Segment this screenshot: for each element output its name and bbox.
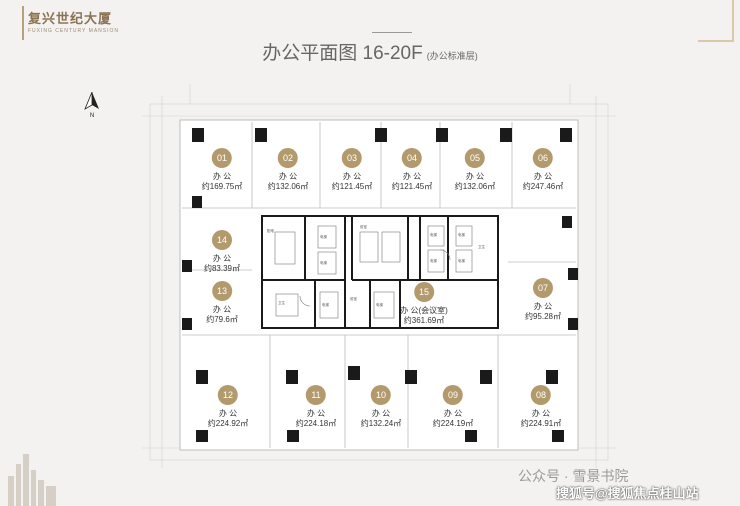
office-area: 约121.45㎡	[331, 182, 373, 191]
page-title: 办公平面图 16-20F(办公标准层)	[0, 38, 740, 65]
core-details	[274, 225, 473, 319]
columns	[182, 128, 578, 442]
office-number-badge: 08	[531, 385, 551, 405]
office-name: 办 公	[443, 409, 463, 418]
svg-text:电梯: 电梯	[458, 258, 466, 263]
office-area: 约79.6㎡	[206, 315, 238, 324]
brand-name-cn: 复兴世纪大厦	[28, 11, 113, 26]
office-name: 办 公	[212, 254, 232, 263]
office-number-badge: 09	[443, 385, 463, 405]
office-number-badge: 05	[465, 148, 485, 168]
title-sub: (办公标准层)	[426, 51, 478, 61]
office-number-badge: 02	[278, 148, 298, 168]
office-area: 约132.24㎡	[360, 419, 402, 428]
office-area: 约132.06㎡	[267, 182, 309, 191]
office-name: 办 公	[342, 172, 362, 181]
office-14[interactable]: 14 办 公 约83.39㎡	[204, 230, 240, 274]
watermark-sohu: 搜狐号@搜狐焦点桂山站	[556, 486, 699, 501]
watermark-wechat: 公众号 · 雪景书院	[518, 468, 629, 484]
office-12[interactable]: 12 办 公 约224.92㎡	[208, 385, 248, 429]
office-area: 约224.92㎡	[207, 419, 249, 428]
office-name: 办 公	[531, 409, 551, 418]
brand-name-en: FUXING CENTURY MANSION	[28, 28, 119, 34]
office-area: 约361.69㎡	[403, 316, 445, 325]
svg-text:前室: 前室	[360, 224, 368, 229]
skyline-decoration	[8, 454, 56, 506]
office-15[interactable]: 15 办 公(会议室) 约361.69㎡	[400, 282, 448, 326]
office-02[interactable]: 02 办 公 约132.06㎡	[268, 148, 308, 192]
office-area: 约121.45㎡	[391, 182, 433, 191]
svg-text:电梯: 电梯	[320, 260, 328, 265]
office-number-badge: 12	[218, 385, 238, 405]
north-arrow-icon: N	[84, 92, 99, 118]
office-area: 约132.06㎡	[454, 182, 496, 191]
office-name: 办 公	[212, 172, 232, 181]
office-area: 约224.19㎡	[432, 419, 474, 428]
office-number-badge: 04	[402, 148, 422, 168]
title-rule	[372, 32, 412, 33]
office-name: 办 公	[371, 409, 391, 418]
svg-text:卫生: 卫生	[278, 300, 286, 305]
office-number-badge: 01	[212, 148, 232, 168]
core-walls	[261, 215, 499, 329]
office-01[interactable]: 01 办 公 约169.75㎡	[202, 148, 242, 192]
office-number-badge: 15	[414, 282, 434, 302]
svg-text:电梯: 电梯	[458, 232, 466, 237]
office-05[interactable]: 05 办 公 约132.06㎡	[455, 148, 495, 192]
office-area: 约83.39㎡	[203, 264, 241, 273]
office-name: 办 公	[218, 409, 238, 418]
office-number-badge: 03	[342, 148, 362, 168]
svg-text:配电: 配电	[267, 228, 275, 233]
office-area: 约95.28㎡	[524, 312, 562, 321]
office-name: 办 公	[306, 409, 326, 418]
partitions	[182, 122, 576, 448]
svg-text:电梯: 电梯	[320, 234, 328, 239]
office-number-badge: 11	[306, 385, 326, 405]
svg-text:前室: 前室	[350, 296, 358, 301]
office-11[interactable]: 11 办 公 约224.18㎡	[296, 385, 336, 429]
office-name: 办 公	[533, 302, 553, 311]
svg-text:电梯: 电梯	[430, 258, 438, 263]
svg-text:N: N	[90, 113, 94, 118]
office-04[interactable]: 04 办 公 约121.45㎡	[392, 148, 432, 192]
office-number-badge: 10	[371, 385, 391, 405]
office-area: 约224.18㎡	[295, 419, 337, 428]
title-main: 办公平面图 16-20F	[262, 43, 423, 64]
office-number-badge: 14	[212, 230, 232, 250]
logo-bar	[22, 6, 24, 40]
svg-text:卫生: 卫生	[478, 244, 486, 249]
office-13[interactable]: 13 办 公 约79.6㎡	[206, 281, 238, 325]
office-number-badge: 06	[533, 148, 553, 168]
office-area: 约247.46㎡	[522, 182, 564, 191]
office-07[interactable]: 07 办 公 约95.28㎡	[525, 278, 561, 322]
corner-frame-decoration	[698, 0, 734, 42]
office-name: 办 公	[465, 172, 485, 181]
office-area: 约169.75㎡	[201, 182, 243, 191]
office-name: 办 公(会议室)	[400, 306, 448, 315]
office-03[interactable]: 03 办 公 约121.45㎡	[332, 148, 372, 192]
office-name: 办 公	[533, 172, 553, 181]
office-06[interactable]: 06 办 公 约247.46㎡	[523, 148, 563, 192]
office-name: 办 公	[402, 172, 422, 181]
svg-text:电梯: 电梯	[376, 302, 384, 307]
office-10[interactable]: 10 办 公 约132.24㎡	[361, 385, 401, 429]
office-08[interactable]: 08 办 公 约224.91㎡	[521, 385, 561, 429]
svg-text:电梯: 电梯	[430, 232, 438, 237]
office-number-badge: 07	[533, 278, 553, 298]
office-name: 办 公	[278, 172, 298, 181]
office-number-badge: 13	[211, 281, 232, 301]
svg-text:电梯: 电梯	[322, 302, 330, 307]
core-room-labels: 配电 电梯 电梯 前室 电梯 电梯 电梯 电梯 卫生 卫生 电梯 前室 电梯	[267, 224, 486, 307]
office-area: 约224.91㎡	[520, 419, 562, 428]
office-name: 办 公	[212, 305, 232, 314]
office-09[interactable]: 09 办 公 约224.19㎡	[433, 385, 473, 429]
